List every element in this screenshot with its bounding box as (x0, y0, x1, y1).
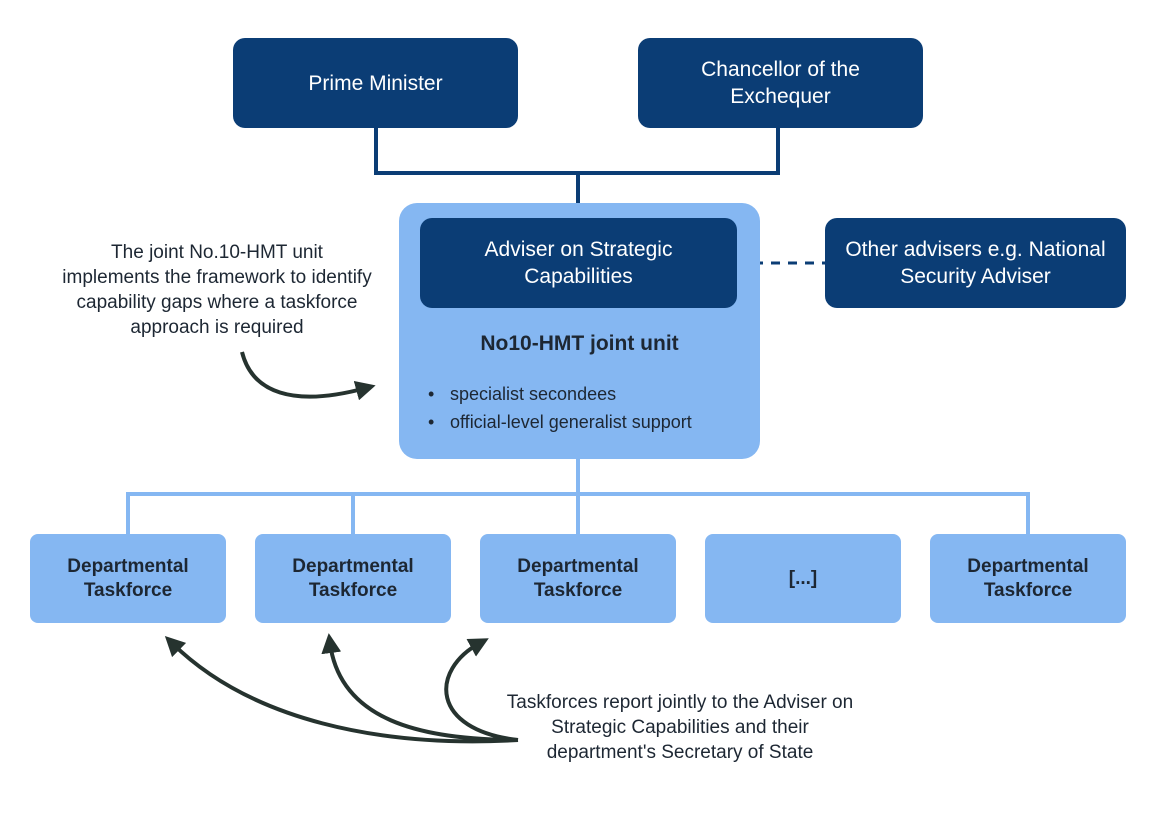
taskforce-box-ellipsis: [...] (705, 534, 901, 623)
taskforce-arrow-2 (321, 633, 519, 742)
taskforce-arrow-3 (444, 638, 519, 742)
joint-unit-list: specialist secondees official-level gene… (428, 380, 692, 436)
other-advisers-label: Other advisers e.g. National Security Ad… (845, 238, 1106, 288)
chancellor-box: Chancellor of the Exchequer (638, 38, 923, 128)
chancellor-label: Chancellor of the Exchequer (701, 58, 860, 108)
taskforce-box: Departmental Taskforce (255, 534, 451, 623)
joint-unit-item: specialist secondees (428, 380, 692, 408)
joint-unit-item: official-level generalist support (428, 408, 692, 436)
bottom-annotation: Taskforces report jointly to the Adviser… (506, 692, 854, 763)
taskforce-box: Departmental Taskforce (930, 534, 1126, 623)
adviser-box: Adviser on Strategic Capabilities (420, 218, 737, 308)
taskforce-arrow-1 (164, 635, 519, 744)
other-advisers-box: Other advisers e.g. National Security Ad… (825, 218, 1126, 308)
left-note-arrow (240, 351, 376, 401)
left-annotation: The joint No.10-HMT unit implements the … (62, 242, 372, 338)
adviser-label: Adviser on Strategic Capabilities (484, 238, 673, 288)
taskforce-box: Departmental Taskforce (480, 534, 676, 623)
prime-minister-label: Prime Minister (308, 71, 443, 95)
prime-minister-box: Prime Minister (233, 38, 518, 128)
joint-unit-title: No10-HMT joint unit (480, 332, 679, 355)
taskforce-connector (126, 459, 1030, 534)
taskforce-box: Departmental Taskforce (30, 534, 226, 623)
